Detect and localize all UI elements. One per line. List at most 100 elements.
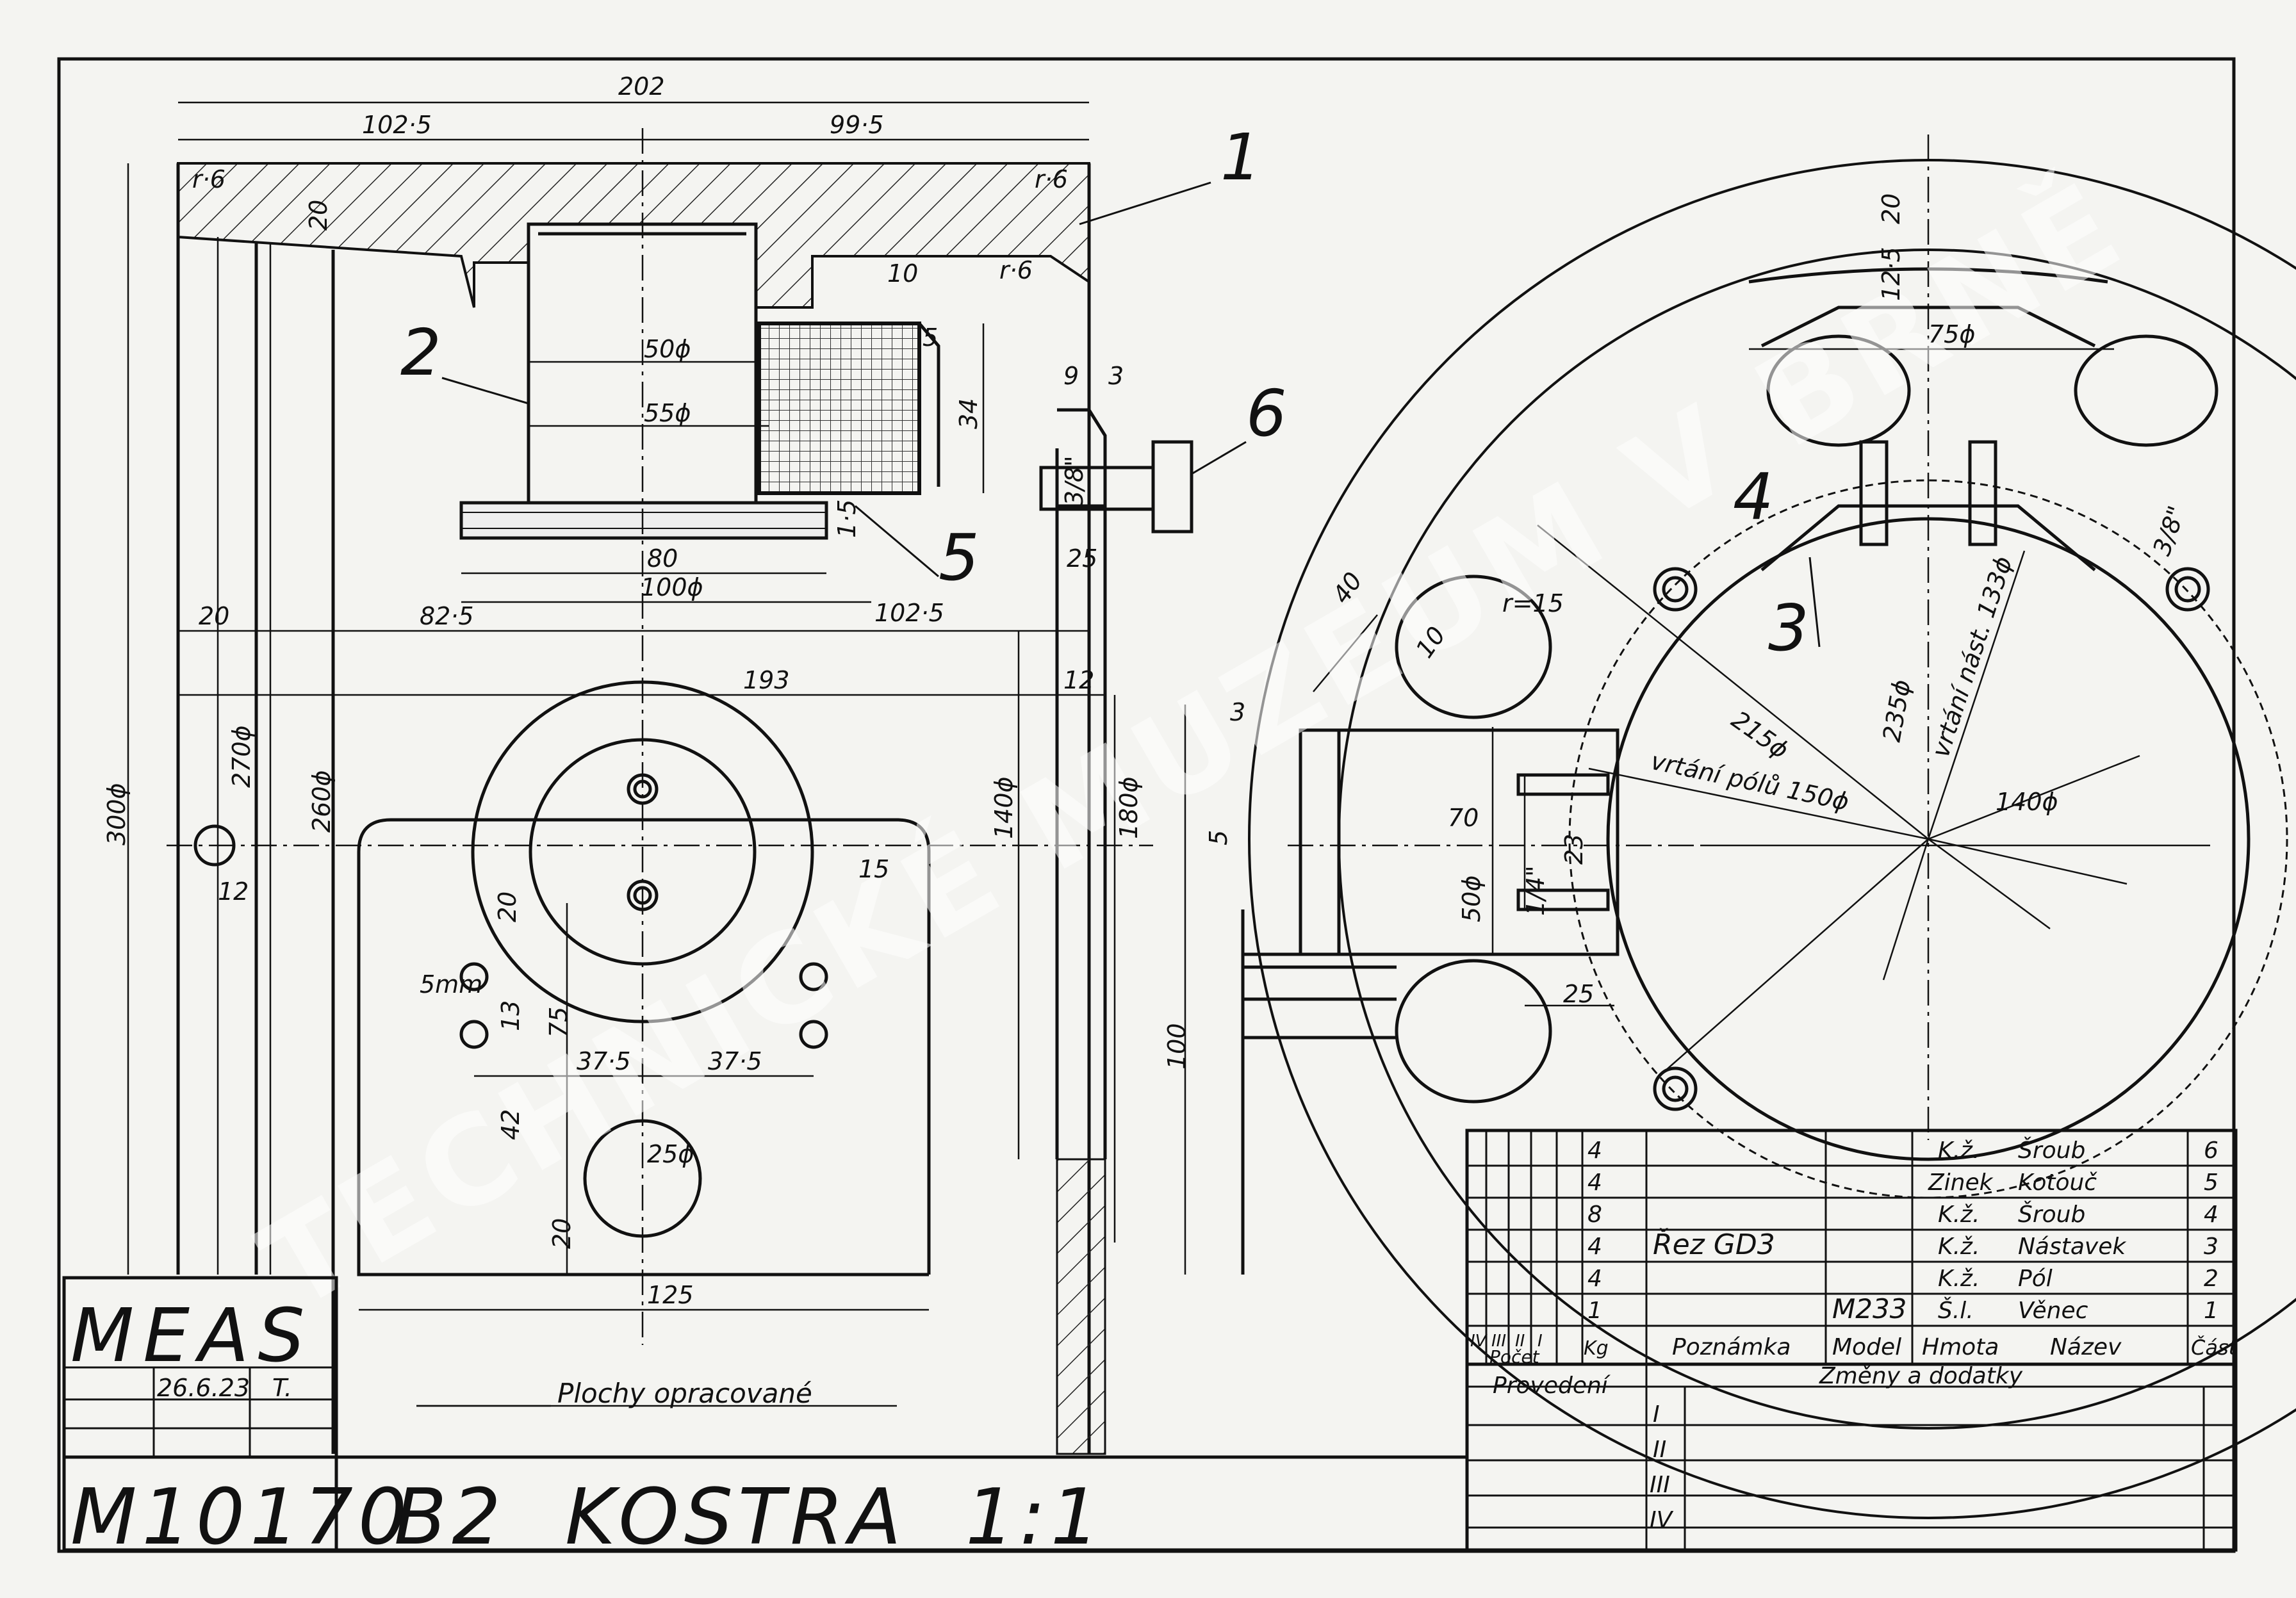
dim-34: 34 — [955, 398, 983, 429]
dim-20-top: 20 — [304, 200, 332, 231]
hdr-hmota: Hmota — [1922, 1334, 1999, 1360]
dim-80: 80 — [647, 544, 678, 573]
parts-table-rows: 4 K.ž. Šroub 6 4 Zinek Kotouč 5 8 K.ž. Š… — [1587, 1137, 2218, 1325]
provedeni-label: Provedení — [1493, 1373, 1611, 1399]
row2-material: K.ž. — [1938, 1266, 1980, 1292]
row1-model: M233 — [1832, 1293, 1906, 1325]
dim-202: 202 — [618, 72, 665, 101]
dim-15: 15 — [858, 855, 889, 883]
row4-qty: 8 — [1587, 1202, 1602, 1228]
hdr-cast: Část — [2191, 1335, 2238, 1360]
row5-qty: 4 — [1587, 1170, 1602, 1196]
dim-r15: r=15 — [1502, 589, 1564, 617]
dim-3-8: 3/8" — [1060, 455, 1088, 506]
row2-qty: 4 — [1587, 1266, 1602, 1292]
callouts: 1 2 3 4 5 6 — [400, 120, 1821, 665]
drawn-by: T. — [272, 1374, 292, 1402]
hdr-roman-1: I — [1538, 1332, 1543, 1351]
revision-iv: IV — [1650, 1507, 1674, 1533]
dim-23: 23 — [1560, 834, 1588, 865]
hdr-model: Model — [1832, 1334, 1901, 1360]
hdr-kg: Kg — [1584, 1337, 1609, 1360]
dim-100: 100 — [1163, 1023, 1191, 1070]
dim-50-phi: 50ϕ — [644, 335, 691, 363]
dim-r6-c: r·6 — [999, 256, 1033, 284]
zmeny-label: Změny a dodatky — [1819, 1363, 2023, 1389]
dim-25: 25 — [1067, 544, 1097, 573]
dim-75: 75 — [545, 1007, 573, 1038]
dim-25-phi: 25ϕ — [647, 1140, 694, 1168]
left-dimension-texts: 202 102·5 99·5 r·6 r·6 r·6 20 50ϕ 55ϕ 10… — [102, 72, 1245, 1309]
dim-180-phi: 180ϕ — [1115, 776, 1143, 839]
callout-4: 4 — [1733, 459, 1774, 534]
dim-75-phi: 75ϕ — [1928, 320, 1975, 348]
row3-note: Řez GD3 — [1653, 1227, 1775, 1261]
row3-name: Nástavek — [2018, 1234, 2127, 1260]
row5-name: Kotouč — [2018, 1170, 2097, 1196]
row4-name: Šroub — [2018, 1201, 2085, 1228]
dim-300-phi: 300ϕ — [102, 783, 131, 845]
dim-215-phi: 215ϕ — [1726, 705, 1794, 764]
dim-vrtani-polu: vrtání pólů 150ϕ — [1648, 747, 1851, 816]
dim-193: 193 — [743, 666, 790, 694]
dim-3: 3 — [1108, 362, 1124, 390]
dim-10: 10 — [887, 259, 918, 288]
dim-25-r: 25 — [1563, 980, 1594, 1008]
revision-ii: II — [1653, 1437, 1666, 1463]
callout-3: 3 — [1768, 591, 1809, 665]
row2-part: 2 — [2204, 1266, 2218, 1292]
dim-50-phi-r: 50ϕ — [1457, 876, 1486, 922]
row6-qty: 4 — [1587, 1137, 1602, 1164]
callout-6: 6 — [1246, 376, 1287, 451]
dim-vrtani-nast: vrtání nást. 133ϕ — [1926, 553, 2018, 760]
row5-part: 5 — [2204, 1170, 2218, 1196]
dim-37-5-b: 37·5 — [708, 1047, 762, 1075]
dim-5-b: 5 — [1204, 830, 1233, 845]
dim-12-5-r: 12·5 — [1877, 247, 1905, 301]
dim-70: 70 — [1448, 804, 1479, 832]
row1-name: Věnec — [2018, 1298, 2088, 1324]
dim-102-5-b: 102·5 — [874, 599, 944, 627]
dim-12-b: 12 — [218, 877, 249, 906]
drawing-date: 26.6.23 — [157, 1374, 250, 1402]
dim-r6-a: r·6 — [192, 165, 226, 193]
dim-3-b: 3 — [1230, 698, 1245, 726]
drawing-number: M10170 — [70, 1473, 412, 1562]
row2-name: Pól — [2018, 1266, 2053, 1292]
row4-part: 4 — [2204, 1202, 2218, 1228]
row5-material: Zinek — [1928, 1170, 1994, 1196]
watermark: TECHNICKÉ MUZEUM V BRNĚ — [238, 154, 2148, 1338]
row1-qty: 1 — [1587, 1298, 1602, 1324]
drawing-title: B2 KOSTRA 1:1 — [394, 1473, 1104, 1562]
hdr-pocet: Počet — [1489, 1346, 1540, 1367]
dim-260-phi: 260ϕ — [308, 770, 336, 833]
dim-5mm: 5mm — [420, 970, 482, 999]
surface-note: Plochy opracované — [557, 1378, 812, 1409]
dim-102-5: 102·5 — [362, 111, 432, 139]
row6-name: Šroub — [2018, 1137, 2085, 1164]
dim-42: 42 — [496, 1109, 525, 1140]
row1-part: 1 — [2204, 1298, 2218, 1324]
hdr-nazev: Název — [2050, 1334, 2122, 1360]
dim-100-phi: 100ϕ — [641, 573, 703, 601]
dim-9: 9 — [1063, 362, 1079, 390]
hdr-roman-2: II — [1515, 1332, 1525, 1351]
row3-part: 3 — [2204, 1234, 2218, 1260]
row6-material: K.ž. — [1938, 1137, 1980, 1164]
hdr-poznamka: Poznámka — [1672, 1334, 1791, 1360]
dim-1-4: 1/4" — [1521, 865, 1550, 916]
callout-2: 2 — [400, 315, 441, 390]
dim-5: 5 — [922, 323, 938, 352]
row6-part: 6 — [2204, 1137, 2218, 1164]
dim-3-8-r: 3/8" — [2147, 502, 2191, 559]
left-centre-lines — [167, 128, 1153, 1345]
dim-99-5: 99·5 — [830, 111, 884, 139]
dim-270-phi: 270ϕ — [227, 725, 256, 788]
row3-material: K.ž. — [1938, 1234, 1980, 1260]
dim-20-v: 20 — [493, 892, 521, 922]
revision-iii: III — [1650, 1472, 1670, 1498]
company-name: MEAS — [70, 1293, 314, 1379]
row4-material: K.ž. — [1938, 1202, 1980, 1228]
dim-82-5: 82·5 — [420, 602, 474, 630]
parts-table-grid — [1465, 1129, 2238, 1552]
